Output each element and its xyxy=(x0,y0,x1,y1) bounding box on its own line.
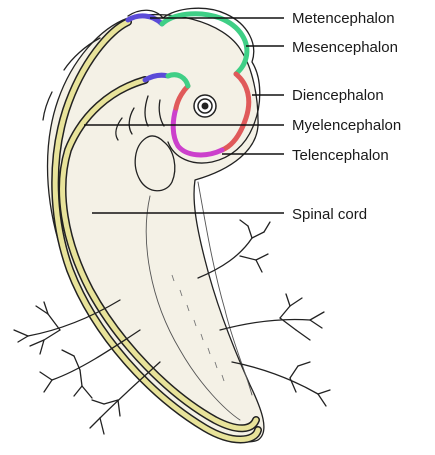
eye-pupil xyxy=(201,102,209,110)
label-spinal-cord: Spinal cord xyxy=(292,206,367,223)
pharyngeal-arch-1 xyxy=(115,117,123,141)
outer-arc-upper xyxy=(63,37,101,71)
outer-arc-lower xyxy=(42,91,53,121)
embryo-body xyxy=(46,13,265,443)
right-nerve-lower xyxy=(231,361,331,407)
label-mesencephalon: Mesencephalon xyxy=(292,39,398,56)
right-nerve-upper xyxy=(197,219,271,279)
telencephalon-segment xyxy=(170,105,225,158)
left-nerve-lower xyxy=(89,361,161,435)
right-nerve-middle xyxy=(219,293,325,341)
body-midline xyxy=(145,195,241,421)
left-nerve-middle xyxy=(39,329,141,399)
pharyngeal-arch-3 xyxy=(144,95,149,127)
eye-middle xyxy=(197,98,213,114)
inner-neural-tube-fill xyxy=(60,77,259,431)
pharyngeal-arch-2 xyxy=(128,107,135,135)
metencephalon-segment xyxy=(125,13,165,27)
label-telencephalon: Telencephalon xyxy=(292,147,389,164)
inner-mesencephalon-segment xyxy=(165,72,191,89)
body-inner-line xyxy=(197,181,253,396)
label-diencephalon: Diencephalon xyxy=(292,87,384,104)
mesencephalon-segment xyxy=(159,11,250,77)
diencephalon-segment xyxy=(219,71,252,153)
heart-bulge xyxy=(134,135,176,192)
label-metencephalon: Metencephalon xyxy=(292,10,395,27)
somite-ticks xyxy=(171,274,225,382)
outer-neural-tube-fill xyxy=(52,19,261,442)
left-nerve-upper xyxy=(13,299,121,355)
label-myelencephalon: Myelencephalon xyxy=(292,117,401,134)
